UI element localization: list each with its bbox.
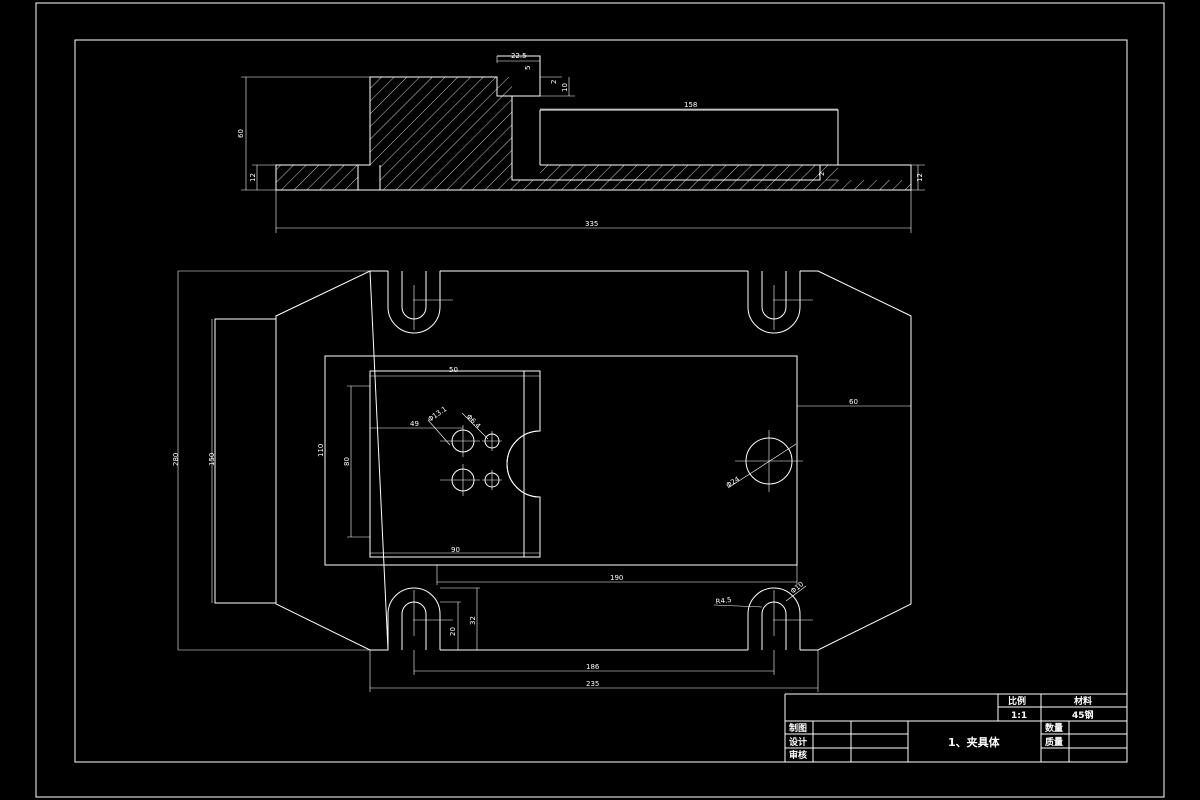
dim-235: 235 [586,680,599,688]
dim-2: 2 [550,80,558,84]
plate-outline [275,270,912,651]
dim-80: 80 [343,457,351,466]
dim-158: 158 [684,101,697,109]
section-hatch-base [276,165,358,190]
section-view: 22.5 5 2 10 158 60 12 12 2 335 [237,52,925,233]
material-value: 45钢 [1072,709,1094,721]
dim-60-plan: 60 [849,398,858,406]
dim-r-4-5: R4.5 [715,596,732,606]
dim-phi-13: Φ13.1 [427,405,449,424]
dim-60: 60 [237,129,245,138]
outer-border [35,2,1165,798]
dim-32: 32 [469,616,477,625]
reviewed-label: 审核 [789,749,807,761]
dim-150: 150 [208,453,216,466]
designed-label: 设计 [789,736,807,748]
dim-phi-6: Φ6.4 [465,413,483,431]
part-name: 1、夹具体 [948,735,1001,749]
weight-label: 质量 [1045,736,1063,748]
inner-frame [74,39,1128,763]
dim-335: 335 [585,220,598,228]
drawn-label: 制图 [789,722,807,734]
quantity-label: 数量 [1045,722,1063,734]
dim-20: 20 [449,627,457,636]
dim-phi-24: Φ24 [725,475,742,490]
dim-280: 280 [172,453,180,466]
material-label: 材料 [1073,695,1092,707]
dim-186: 186 [586,663,600,671]
dim-90: 90 [451,546,460,554]
dim-12-right: 12 [916,173,924,182]
dim-12-left: 12 [249,173,257,182]
dim-10: 10 [561,83,569,92]
dim-190: 190 [610,574,623,582]
title-block: 比例 材料 1:1 45钢 制图 设计 审核 1、夹具体 数量 质量 [784,693,1127,762]
scale-label: 比例 [1008,695,1026,707]
dim-49: 49 [410,420,419,428]
section-hatch-block [370,77,911,190]
dim-50: 50 [449,366,458,374]
dim-phi-10: Φ10 [789,580,805,595]
scale-value: 1:1 [1011,711,1027,721]
dim-22-5: 22.5 [511,52,527,60]
dim-110: 110 [317,444,325,457]
plan-view: 280 150 110 80 50 49 90 60 190 186 235 2… [172,270,912,692]
dim-5: 5 [524,66,532,70]
dim-2-slot: 2 [818,172,826,176]
